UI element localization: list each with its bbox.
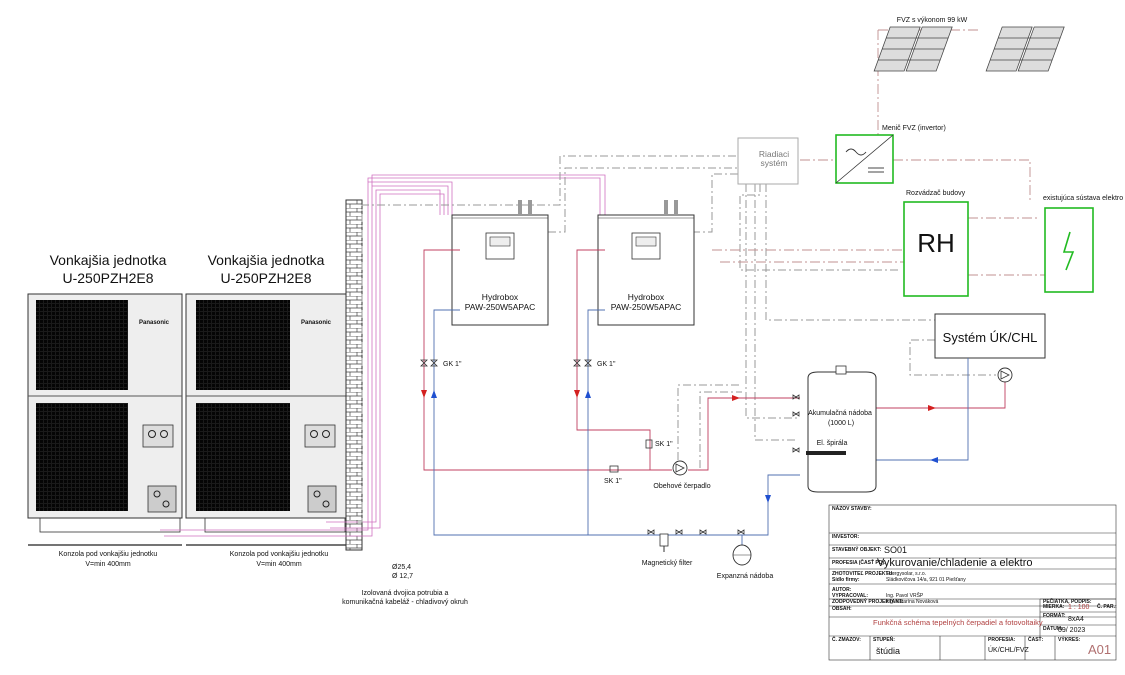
outdoor-unit-1-title: Vonkajšia jednotka bbox=[49, 252, 167, 268]
tb-object: SO01 bbox=[884, 545, 908, 555]
tb-drawno-label: VÝKRES: bbox=[1058, 637, 1081, 643]
filter-label: Magnetický filter bbox=[641, 560, 693, 567]
hydrobox-1-model: PAW-250W5APAC bbox=[464, 302, 536, 312]
console-height-1: V=min 400mm bbox=[85, 561, 131, 568]
hydrobox-1 bbox=[451, 200, 549, 326]
pv-array bbox=[873, 26, 1065, 72]
tb-sheet-label: Č. PAR.: bbox=[1097, 604, 1117, 610]
refrigerant-lines bbox=[160, 174, 606, 537]
console-label-2: Konzola pod vonkajšiu jednotku bbox=[229, 551, 329, 558]
tb-scale: 1 : 100 bbox=[1068, 604, 1090, 611]
tb-drawno: A01 bbox=[1088, 642, 1112, 657]
valve-sk-label: SK 1" bbox=[604, 478, 622, 485]
tb-designer: Energysolar, s.r.o. bbox=[886, 571, 927, 577]
pipe-diameter-1: Ø25,4 bbox=[392, 564, 412, 571]
pipe-diameter-2: Ø 12,7 bbox=[392, 573, 414, 580]
hydrobox-2-model: PAW-250W5APAC bbox=[610, 302, 682, 312]
tb-format: 8xA4 bbox=[1068, 616, 1084, 623]
outdoor-unit-2 bbox=[185, 293, 347, 546]
pipe-note-2: komunikačná kabeláž - chladivový okruh bbox=[342, 599, 468, 606]
valve-sk-label: SK 1" bbox=[655, 441, 673, 448]
tb-date-label: DÁTUM: bbox=[1043, 626, 1063, 632]
rh-label: RH bbox=[917, 228, 955, 258]
control-system-label: Riadiaci systém bbox=[758, 149, 790, 168]
electric-label: existujúca sústava elektro bbox=[1043, 195, 1124, 202]
control-lines bbox=[358, 155, 996, 523]
magnetic-filter bbox=[659, 533, 669, 552]
tb-stavba-label: NÁZOV STAVBY: bbox=[832, 506, 872, 512]
tb-format-label: FORMÁT: bbox=[1043, 613, 1066, 619]
tb-drawing-label: OBSAH: bbox=[832, 606, 852, 612]
system-pump bbox=[997, 367, 1013, 383]
tb-resp: Ing. Katarína Nováková bbox=[886, 599, 939, 605]
tb-part: ÚK/CHL/FVZ bbox=[988, 647, 1029, 654]
tb-profession: Vykurovanie/chladenie a elektro bbox=[877, 557, 1033, 569]
tb-designer-addr: Sládkovičova 14/a, 921 01 Piešťany bbox=[886, 577, 966, 583]
accumulation-tank bbox=[806, 365, 877, 493]
tb-date: 09/ 2023 bbox=[1058, 627, 1086, 634]
tank-volume: (1000 L) bbox=[827, 420, 855, 427]
rh-title: Rozvádzač budovy bbox=[906, 190, 966, 197]
valve-gk-label: GK 1" bbox=[443, 361, 462, 368]
inverter-label: Menič FVZ (invertor) bbox=[882, 125, 946, 132]
tb-made-label: VYPRACOVAL: bbox=[832, 593, 869, 599]
console-label-1: Konzola pod vonkajšiu jednotku bbox=[58, 551, 158, 558]
building-wall bbox=[345, 199, 363, 551]
tb-drawing: Funkčná schéma tepelných čerpadiel a fot… bbox=[873, 618, 1043, 627]
heating-system-label: Systém ÚK/CHL bbox=[942, 330, 1038, 345]
tb-author-label: AUTOR: bbox=[832, 587, 852, 593]
hydrobox-2-name: Hydrobox bbox=[627, 292, 665, 302]
cold-water-lines bbox=[433, 309, 969, 545]
console-height-2: V=min 400mm bbox=[256, 561, 302, 568]
control-system-box bbox=[737, 137, 799, 185]
tb-resp-label: ZODPOVEDNÝ PROJEKTANT: bbox=[832, 599, 904, 605]
outdoor-unit-1-model: U-250PZH2E8 bbox=[62, 270, 154, 286]
expansion-vessel bbox=[732, 544, 752, 566]
heater-label: El. špirála bbox=[816, 440, 848, 447]
tb-part-label: PROFESIA: bbox=[988, 637, 1016, 643]
tb-stage-label: STUPEŇ: bbox=[873, 637, 895, 643]
hydrobox-2 bbox=[597, 200, 695, 326]
brand-logo: Panasonic bbox=[139, 320, 170, 326]
hydrobox-1-name: Hydrobox bbox=[481, 292, 519, 302]
outdoor-unit-1 bbox=[27, 293, 183, 546]
outdoor-unit-2-title: Vonkajšia jednotka bbox=[207, 252, 325, 268]
tb-designer-sub: Sídlo firmy: bbox=[832, 577, 860, 583]
pv-title: FVZ s výkonom 99 kW bbox=[896, 17, 968, 24]
tb-stage: štúdia bbox=[876, 646, 901, 656]
circulation-pump bbox=[672, 460, 688, 476]
electric-system bbox=[1044, 207, 1094, 293]
tb-scale-label: MIERKA: bbox=[1043, 604, 1065, 610]
expansion-label: Expanzná nádoba bbox=[716, 573, 774, 580]
tb-investor-label: INVESTOR: bbox=[832, 534, 860, 540]
inverter bbox=[835, 134, 894, 184]
tb-made: Ing. Pavol VRŠP bbox=[886, 593, 924, 599]
tank-name: Akumulačná nádoba bbox=[808, 410, 872, 417]
tb-pages-label: PEČIATKA, PODPIS: bbox=[1043, 599, 1092, 605]
rh-box bbox=[903, 201, 969, 297]
brand-logo: Panasonic bbox=[301, 320, 332, 326]
tb-change-label: Č. ZMAZOV: bbox=[832, 637, 861, 643]
tb-designer-label: ZHOTOVITEĽ PROJEKTU: bbox=[832, 571, 894, 577]
outdoor-unit-2-model: U-250PZH2E8 bbox=[220, 270, 312, 286]
title-block-frame bbox=[828, 504, 1117, 661]
heating-system-box bbox=[934, 313, 1046, 359]
tb-object-label: STAVEBNÝ OBJEKT: bbox=[832, 547, 882, 553]
pipe-note-1: Izolovaná dvojica potrubia a bbox=[361, 590, 449, 597]
valve-gk-label: GK 1" bbox=[597, 361, 616, 368]
tb-profession-label: PROFESIA (ČASŤ PD): bbox=[832, 560, 886, 566]
power-lines bbox=[712, 29, 1045, 276]
flow-arrows bbox=[421, 390, 938, 503]
pump-label: Obehové čerpadlo bbox=[653, 483, 711, 490]
tb-part2-label: ČASŤ: bbox=[1028, 637, 1044, 643]
